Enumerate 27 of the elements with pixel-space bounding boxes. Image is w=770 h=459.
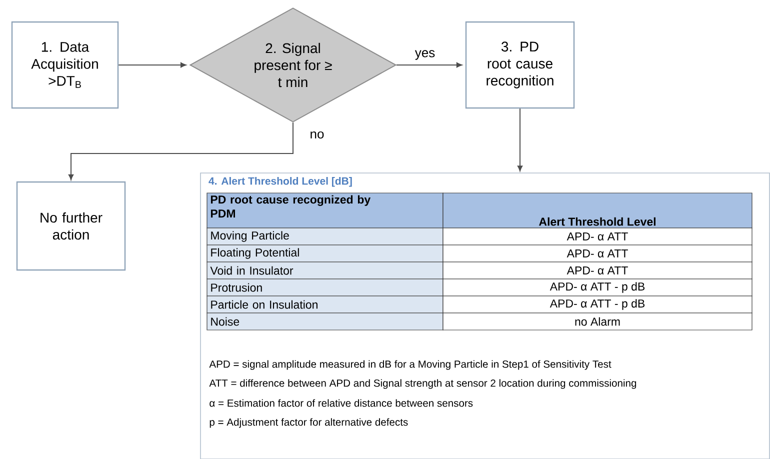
table-cell: no Alarm [442,312,752,330]
edge-label: yes [414,50,435,60]
note: APD = signal amplitude measured in dB for a Moving Particle in Step1 of Sensitivity Test [209,360,612,370]
table-cell: APD- α ATT - p dB [442,278,752,296]
note: p = Adjustment factor for alternative defects [210,418,408,428]
table-cell: APD- α ATT [442,262,752,280]
table-cell: Noise [206,312,444,330]
note: ATT = difference between APD and Signal strength at sensor 2 location during commissioning [209,379,636,389]
table-cell: Protrusion [206,278,444,296]
process-box: No further action [16,181,126,271]
process-box: 1. Data Acquisition >DT$_{B}$ [11,21,119,109]
header-cell: Alert Threshold Level [442,192,752,228]
table-cell: APD- α ATT [442,228,752,246]
process-box: 3. PD root cause recognition [465,21,575,109]
arrow [68,122,294,180]
header-cell: PD root cause recognized by PDM [206,192,444,228]
arrow [396,62,462,68]
table-cell: APD- α ATT - p dB [442,296,752,314]
note: α = Estimation factor of relative distance between sensors [210,399,473,407]
arrow [118,62,186,68]
table-cell: Floating Potential [206,244,444,262]
table-cell: Moving Particle [206,228,444,246]
edge-label: no [310,131,324,139]
table-cell: Void in Insulator [206,262,444,280]
arrow [517,108,523,172]
table-cell: APD- α ATT [442,244,752,262]
table-cell: Particle on Insulation [206,296,444,314]
